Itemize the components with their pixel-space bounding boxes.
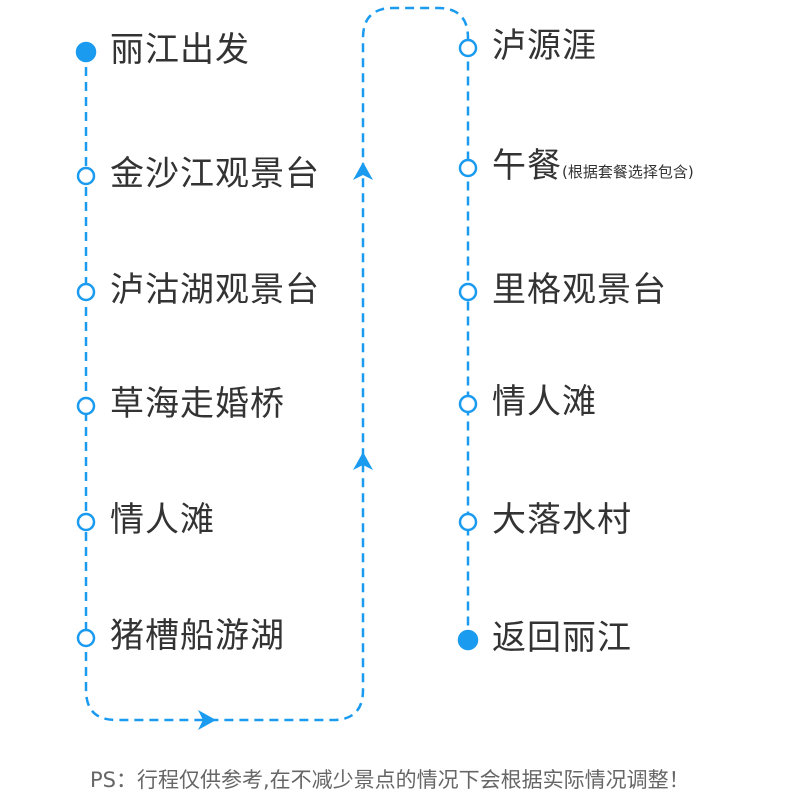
hollow-node-icon <box>458 512 478 532</box>
stop-label: 大落水村 <box>492 500 632 540</box>
hollow-node-icon <box>76 166 96 186</box>
right-stop: 返回丽江 <box>492 618 632 658</box>
filled-node-icon <box>75 41 97 63</box>
hollow-node-icon <box>458 282 478 302</box>
left-stop: 金沙江观景台 <box>110 154 320 194</box>
stop-label: 午餐 <box>492 146 562 186</box>
filled-node-icon <box>457 629 479 651</box>
stop-label: 猪槽船游湖 <box>110 616 285 656</box>
stop-label: 里格观景台 <box>492 270 667 310</box>
stop-note: (根据套餐选择包含) <box>562 163 694 181</box>
footer-note: PS：行程仅供参考,在不减少景点的情况下会根据实际情况调整！ <box>90 768 690 792</box>
hollow-node-icon <box>76 512 96 532</box>
stop-label: 泸源涯 <box>492 26 597 66</box>
hollow-node-icon <box>76 282 96 302</box>
arrow-right-icon <box>198 710 216 730</box>
left-stop: 丽江出发 <box>110 30 250 70</box>
stop-label: 返回丽江 <box>492 618 632 658</box>
stop-label: 丽江出发 <box>110 30 250 70</box>
left-stop: 情人滩 <box>110 500 215 540</box>
left-stop: 泸沽湖观景台 <box>110 270 320 310</box>
right-stop: 大落水村 <box>492 500 632 540</box>
right-stop: 情人滩 <box>492 382 597 422</box>
arrow-up-icon <box>353 162 373 180</box>
hollow-node-icon <box>458 394 478 414</box>
stop-label: 草海走婚桥 <box>110 384 285 424</box>
stop-label: 金沙江观景台 <box>110 154 320 194</box>
stop-label: 泸沽湖观景台 <box>110 270 320 310</box>
hollow-node-icon <box>458 158 478 178</box>
right-stop: 午餐(根据套餐选择包含) <box>492 146 694 192</box>
right-stop: 泸源涯 <box>492 26 597 66</box>
hollow-node-icon <box>458 38 478 58</box>
hollow-node-icon <box>76 396 96 416</box>
left-stop: 草海走婚桥 <box>110 384 285 424</box>
stop-label: 情人滩 <box>110 500 215 540</box>
left-stop: 猪槽船游湖 <box>110 616 285 656</box>
hollow-node-icon <box>76 628 96 648</box>
stop-label: 情人滩 <box>492 382 597 422</box>
arrow-up-icon <box>353 452 373 470</box>
right-stop: 里格观景台 <box>492 270 667 310</box>
